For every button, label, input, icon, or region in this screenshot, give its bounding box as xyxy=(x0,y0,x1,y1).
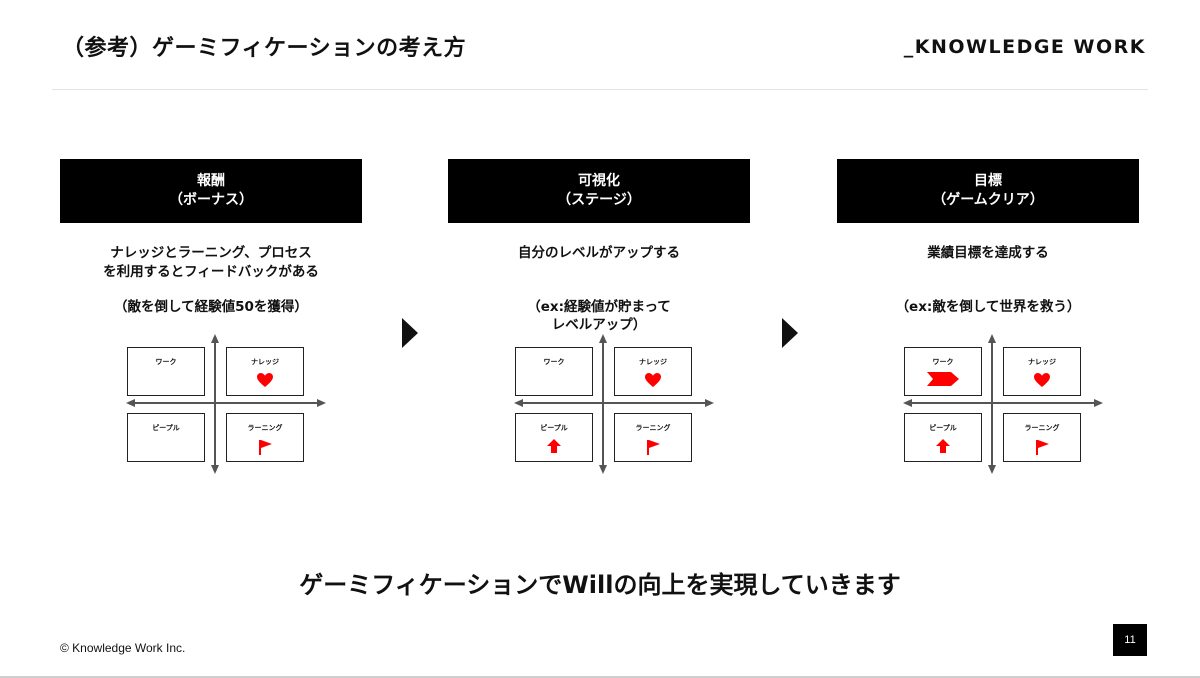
heart-icon xyxy=(615,372,691,388)
brand-logo: _KNOWLEDGE WORK xyxy=(903,36,1146,58)
column-example: （敵を倒して経験値50を獲得） xyxy=(60,298,362,316)
flag-icon xyxy=(615,438,691,456)
quadrant-diagram: ワーク ナレッジピープル ラーニング xyxy=(903,334,1103,474)
quadrant-label: ワーク xyxy=(932,358,954,366)
bottom-divider xyxy=(0,676,1200,678)
column-description: ナレッジとラーニング、プロセス を利用するとフィードバックがある xyxy=(60,244,362,282)
quadrant-label: ラーニング xyxy=(1024,424,1060,432)
example-line: （ex:敵を倒して世界を救う） xyxy=(895,299,1081,315)
quadrant-axes xyxy=(126,334,326,474)
quadrant-label: ピープル xyxy=(929,424,957,432)
column-header: 可視化 （ステージ） xyxy=(448,159,750,223)
quadrant-diagram: ワーク ナレッジピープル ラーニング xyxy=(514,334,714,474)
quadrant-box-top-left: ワーク xyxy=(127,347,205,396)
example-line: レベルアップ） xyxy=(551,317,647,333)
column-example: （ex:敵を倒して世界を救う） xyxy=(837,298,1139,316)
example-line: （敵を倒して経験値50を獲得） xyxy=(114,299,308,315)
column-example: （ex:経験値が貯まって レベルアップ） xyxy=(448,298,750,334)
quadrant-label: ピープル xyxy=(540,424,568,432)
chevron-right-icon xyxy=(905,372,981,386)
play-triangle-icon xyxy=(402,318,418,348)
column-goal: 目標 （ゲームクリア） 業績目標を達成する （ex:敵を倒して世界を救う） ワー… xyxy=(837,159,1139,474)
slide-title: （参考）ゲーミフィケーションの考え方 xyxy=(62,36,467,61)
description-line: 業績目標を達成する xyxy=(927,245,1049,261)
quadrant-label: ワーク xyxy=(543,358,565,366)
column-title: 目標 xyxy=(974,173,1002,189)
column-title: 可視化 xyxy=(578,173,620,189)
flag-icon xyxy=(227,438,303,456)
column-reward: 報酬 （ボーナス） ナレッジとラーニング、プロセス を利用するとフィードバックが… xyxy=(60,159,362,474)
page-number: 11 xyxy=(1113,624,1147,656)
quadrant-label: ナレッジ xyxy=(639,358,667,366)
quadrant-axes xyxy=(514,334,714,474)
description-line: ナレッジとラーニング、プロセス xyxy=(110,245,312,261)
quadrant-label: ナレッジ xyxy=(251,358,279,366)
heart-icon xyxy=(227,372,303,388)
quadrant-box-bottom-left: ピープル xyxy=(515,413,593,462)
column-header: 報酬 （ボーナス） xyxy=(60,159,362,223)
quadrant-box-bottom-right: ラーニング xyxy=(226,413,304,462)
column-title: 報酬 xyxy=(197,173,225,189)
quadrant-box-top-left: ワーク xyxy=(515,347,593,396)
description-line: を利用するとフィードバックがある xyxy=(103,264,319,280)
quadrant-box-top-right: ナレッジ xyxy=(226,347,304,396)
up-arrow-icon xyxy=(516,438,592,454)
tagline: ゲーミフィケーションでWillの向上を実現していきます xyxy=(299,571,901,599)
flag-icon xyxy=(1004,438,1080,456)
quadrant-box-bottom-left: ピープル xyxy=(904,413,982,462)
quadrant-box-bottom-left: ピープル xyxy=(127,413,205,462)
quadrant-box-top-right: ナレッジ xyxy=(614,347,692,396)
column-description: 自分のレベルがアップする xyxy=(448,244,750,263)
quadrant-box-top-right: ナレッジ xyxy=(1003,347,1081,396)
quadrant-box-top-left: ワーク xyxy=(904,347,982,396)
play-triangle-icon xyxy=(782,318,798,348)
heart-icon xyxy=(1004,372,1080,388)
quadrant-label: ナレッジ xyxy=(1028,358,1056,366)
column-subtitle: （ステージ） xyxy=(557,192,641,208)
quadrant-label: ピープル xyxy=(152,424,180,432)
column-description: 業績目標を達成する xyxy=(837,244,1139,263)
quadrant-label: ラーニング xyxy=(247,424,283,432)
quadrant-label: ラーニング xyxy=(635,424,671,432)
column-header: 目標 （ゲームクリア） xyxy=(837,159,1139,223)
quadrant-box-bottom-right: ラーニング xyxy=(1003,413,1081,462)
header-divider xyxy=(52,89,1148,90)
copyright: © Knowledge Work Inc. xyxy=(60,641,186,655)
up-arrow-icon xyxy=(905,438,981,454)
quadrant-box-bottom-right: ラーニング xyxy=(614,413,692,462)
column-subtitle: （ボーナス） xyxy=(169,192,253,208)
column-subtitle: （ゲームクリア） xyxy=(932,192,1044,208)
column-visualization: 可視化 （ステージ） 自分のレベルがアップする （ex:経験値が貯まって レベル… xyxy=(448,159,750,474)
quadrant-axes xyxy=(903,334,1103,474)
example-line: （ex:経験値が貯まって xyxy=(527,299,671,315)
quadrant-label: ワーク xyxy=(155,358,177,366)
quadrant-diagram: ワーク ナレッジピープル ラーニング xyxy=(126,334,326,474)
description-line: 自分のレベルがアップする xyxy=(518,245,680,261)
